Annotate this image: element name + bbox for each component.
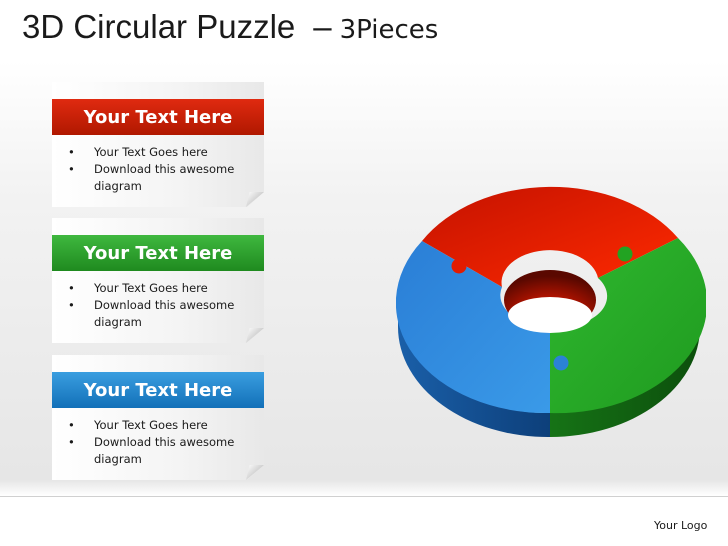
card-bullet-list: Your Text Goes here Download this awesom… (64, 280, 274, 331)
card-heading: Your Text Here (52, 235, 264, 271)
bullet-item: Download this awesome diagram (64, 161, 274, 195)
card-heading: Your Text Here (52, 372, 264, 408)
circular-puzzle-diagram (396, 186, 706, 438)
puzzle-center-opening (508, 297, 592, 333)
red-puzzle-piece (422, 186, 678, 287)
title-main: 3D Circular Puzzle (22, 8, 296, 45)
text-card-red: Your Text Here Your Text Goes here Downl… (52, 82, 264, 207)
green-puzzle-piece (550, 238, 706, 414)
title-subtitle: 3Pieces (339, 15, 439, 45)
text-card-green: Your Text Here Your Text Goes here Downl… (52, 218, 264, 343)
green-knob (617, 246, 633, 262)
bullet-item: Your Text Goes here (64, 144, 274, 161)
blue-knob (553, 355, 569, 371)
blue-puzzle-piece (396, 241, 550, 414)
card-heading: Your Text Here (52, 99, 264, 135)
red-knob (451, 258, 467, 274)
card-bullet-list: Your Text Goes here Download this awesom… (64, 417, 274, 468)
footer-logo: Your Logo (654, 519, 708, 532)
bullet-item: Your Text Goes here (64, 280, 274, 297)
footer-divider (0, 496, 728, 497)
bullet-item: Download this awesome diagram (64, 297, 274, 331)
bullet-item: Download this awesome diagram (64, 434, 274, 468)
bullet-item: Your Text Goes here (64, 417, 274, 434)
card-bullet-list: Your Text Goes here Download this awesom… (64, 144, 274, 195)
text-card-blue: Your Text Here Your Text Goes here Downl… (52, 355, 264, 480)
slide-title: 3D Circular Puzzle–3Pieces (22, 8, 438, 46)
title-dash: – (313, 8, 332, 45)
